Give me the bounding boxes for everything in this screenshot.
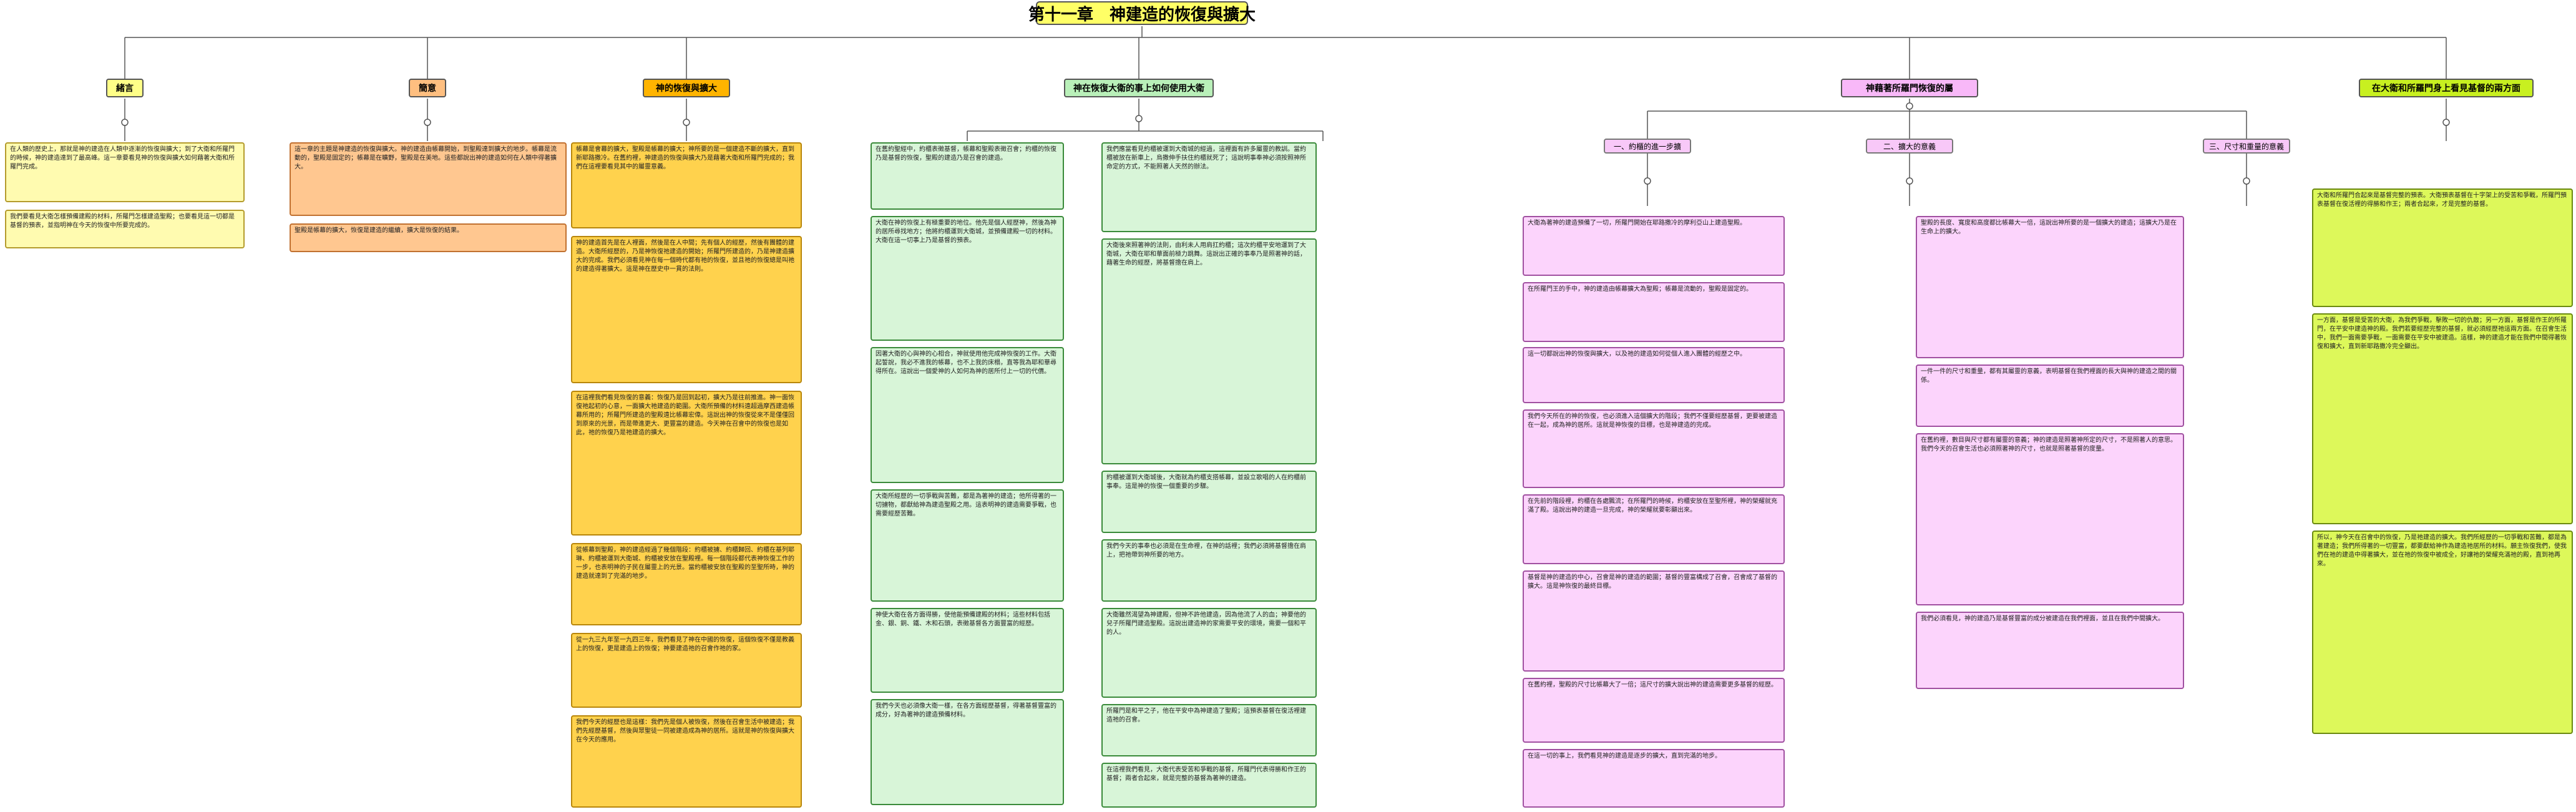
note-intro-1: 在人類的歷史上，那就是神的建造在人類中逐漸的恢復與擴大；到了大衛和所羅門的時候，… xyxy=(5,142,245,202)
header-solomon: 神藉著所羅門恢復的屬 xyxy=(1841,79,1978,97)
note-david-12: 所羅門是和平之子，他在平安中為神建造了聖殿；這預表基督在復活裡建造祂的召會。 xyxy=(1101,704,1317,756)
note-solomon-6: 基督是神的建造的中心，召會是神的建造的範圍；基督的豐富構成了召會，召會成了基督的… xyxy=(1523,570,1785,672)
note-david-4: 大衛所經歷的一切爭戰與苦難，都是為著神的建造；他所得著的一切擄物，都獻給神為建造… xyxy=(871,489,1064,602)
note-david-13: 在這裡我們看見，大衛代表受苦和爭戰的基督，所羅門代表得勝和作王的基督；兩者合起來… xyxy=(1101,763,1317,808)
note-david-7: 我們應當看見約櫃被運到大衛城的經過，這裡面有許多屬靈的教訓。當約櫃被放在新車上，… xyxy=(1101,142,1317,232)
note-david-1: 在舊約聖經中，約櫃表徵基督，帳幕和聖殿表徵召會；約櫃的恢復乃是基督的恢復，聖殿的… xyxy=(871,142,1064,210)
note-solomon-3: 這一切都說出神的恢復與擴大，以及祂的建造如何從個人進入團體的經歷之中。 xyxy=(1523,347,1785,403)
note-intro-2: 我們要看見大衛怎樣預備建殿的材料，所羅門怎樣建造聖殿；也要看見這一切都是基督的預… xyxy=(5,210,245,248)
note-solomon-5: 在先前的階段裡，約櫃在各處飄流；在所羅門的時候，約櫃安放在至聖所裡，神的榮耀就充… xyxy=(1523,494,1785,564)
subheader-ark: 一、約櫃的進一步擴 xyxy=(1604,139,1691,154)
note-recovery-2: 神的建造首先是在人裡面，然後是在人中間；先有個人的經歷，然後有團體的建造。大衛所… xyxy=(571,236,802,383)
page-title: 第十一章 神建造的恢復與擴大 xyxy=(1028,1,1256,25)
note-david-9: 約櫃被運到大衛城後，大衛就為約櫃支搭帳幕，並設立歌唱的人在約櫃前事奉。這是神的恢… xyxy=(1101,471,1317,533)
header-recovery: 神的恢復與擴大 xyxy=(643,79,730,97)
note-recovery-4: 從帳幕到聖殿，神的建造經過了幾個階段：約櫃被擄、約櫃歸回、約櫃在基列耶琳、約櫃被… xyxy=(571,543,802,625)
subheader-enlargement: 二、擴大的意義 xyxy=(1866,139,1953,154)
note-christ-2: 一方面，基督是受苦的大衛，為我們爭戰，擊敗一切的仇敵；另一方面，基督是作王的所羅… xyxy=(2312,313,2573,524)
note-david-6: 我們今天也必須像大衛一樣，在各方面經歷基督，得著基督豐富的成分，好為著神的建造預… xyxy=(871,699,1064,805)
note-david-2: 大衛在神的恢復上有極重要的地位。他先是個人經歷神，然後為神的居所尋找地方；他將約… xyxy=(871,216,1064,341)
note-david-10: 我們今天的事奉也必須是在生命裡，在神的話裡；我們必須將基督擔在肩上，把祂帶到神所… xyxy=(1101,539,1317,602)
header-david: 神在恢復大衛的事上如何使用大衛 xyxy=(1064,79,1214,97)
note-dimensions-1: 聖殿的長度、寬度和高度都比帳幕大一倍，這說出神所要的是一個擴大的建造；這擴大乃是… xyxy=(1916,216,2184,358)
note-dimensions-3: 在舊約裡，數目與尺寸都有屬靈的意義；神的建造是照著神所定的尺寸，不是照著人的意思… xyxy=(1916,433,2184,605)
note-summary-2: 聖殿是帳幕的擴大，恢復是建造的繼續，擴大是恢復的結果。 xyxy=(290,223,567,252)
note-david-8: 大衛後來照著神的法則，由利未人用肩扛約櫃；這次約櫃平安地運到了大衛城，大衛在耶和… xyxy=(1101,238,1317,464)
header-summary: 簡意 xyxy=(409,79,446,97)
note-recovery-6: 我們今天的經歷也是這樣：我們先是個人被恢復，然後在召會生活中被建造；我們先經歷基… xyxy=(571,715,802,808)
note-dimensions-4: 我們必須看見，神的建造乃是基督豐富的成分被建造在我們裡面，並且在我們中間擴大。 xyxy=(1916,612,2184,689)
note-solomon-4: 我們今天所在的神的恢復，也必須進入這個擴大的階段；我們不僅要經歷基督，更要被建造… xyxy=(1523,409,1785,488)
note-solomon-2: 在所羅門王的手中，神的建造由帳幕擴大為聖殿；帳幕是流動的，聖殿是固定的。 xyxy=(1523,282,1785,342)
note-david-11: 大衛雖然渴望為神建殿，但神不許他建造，因為他流了人的血；神要他的兒子所羅門建造聖… xyxy=(1101,608,1317,698)
note-solomon-8: 在這一切的事上，我們看見神的建造是逐步的擴大，直到完滿的地步。 xyxy=(1523,749,1785,808)
subheader-dimensions: 三、尺寸和重量的意義 xyxy=(2203,139,2290,154)
note-recovery-3: 在這裡我們看見恢復的意義：恢復乃是回到起初，擴大乃是往前推進。神一面恢復祂起初的… xyxy=(571,391,802,536)
note-recovery-5: 從一九三九年至一九四三年，我們看見了神在中國的恢復，這個恢復不僅是教義上的恢復，… xyxy=(571,633,802,708)
note-summary-1: 這一章的主題是神建造的恢復與擴大。神的建造由帳幕開始，到聖殿達到擴大的地步。帳幕… xyxy=(290,142,567,216)
header-intro: 緒言 xyxy=(106,79,144,97)
note-solomon-1: 大衛為著神的建造預備了一切，所羅門開始在耶路撒冷的摩利亞山上建造聖殿。 xyxy=(1523,216,1785,276)
note-christ-3: 所以，神今天在召會中的恢復，乃是祂建造的擴大。我們所經歷的一切爭戰和苦難，都是為… xyxy=(2312,531,2573,734)
header-christ-two-aspects: 在大衛和所羅門身上看見基督的兩方面 xyxy=(2359,79,2534,97)
note-david-3: 因著大衛的心與神的心相合，神就使用他完成神恢復的工作。大衛起誓說，我必不進我的帳… xyxy=(871,347,1064,483)
note-solomon-7: 在舊約裡，聖殿的尺寸比帳幕大了一倍；這尺寸的擴大說出神的建造需要更多基督的經歷。 xyxy=(1523,678,1785,743)
note-dimensions-2: 一件一件的尺寸和重量，都有其屬靈的意義，表明基督在我們裡面的長大與神的建造之間的… xyxy=(1916,364,2184,427)
note-recovery-1: 帳幕是會幕的擴大，聖殿是帳幕的擴大；神所要的是一個建造不斷的擴大，直到新耶路撒冷… xyxy=(571,142,802,228)
note-david-5: 神使大衛在各方面得勝，使他能預備建殿的材料；這些材料包括金、銀、銅、鐵、木和石頭… xyxy=(871,608,1064,693)
note-christ-1: 大衛和所羅門合起來是基督完整的預表。大衛預表基督在十字架上的受苦和爭戰，所羅門預… xyxy=(2312,188,2573,307)
